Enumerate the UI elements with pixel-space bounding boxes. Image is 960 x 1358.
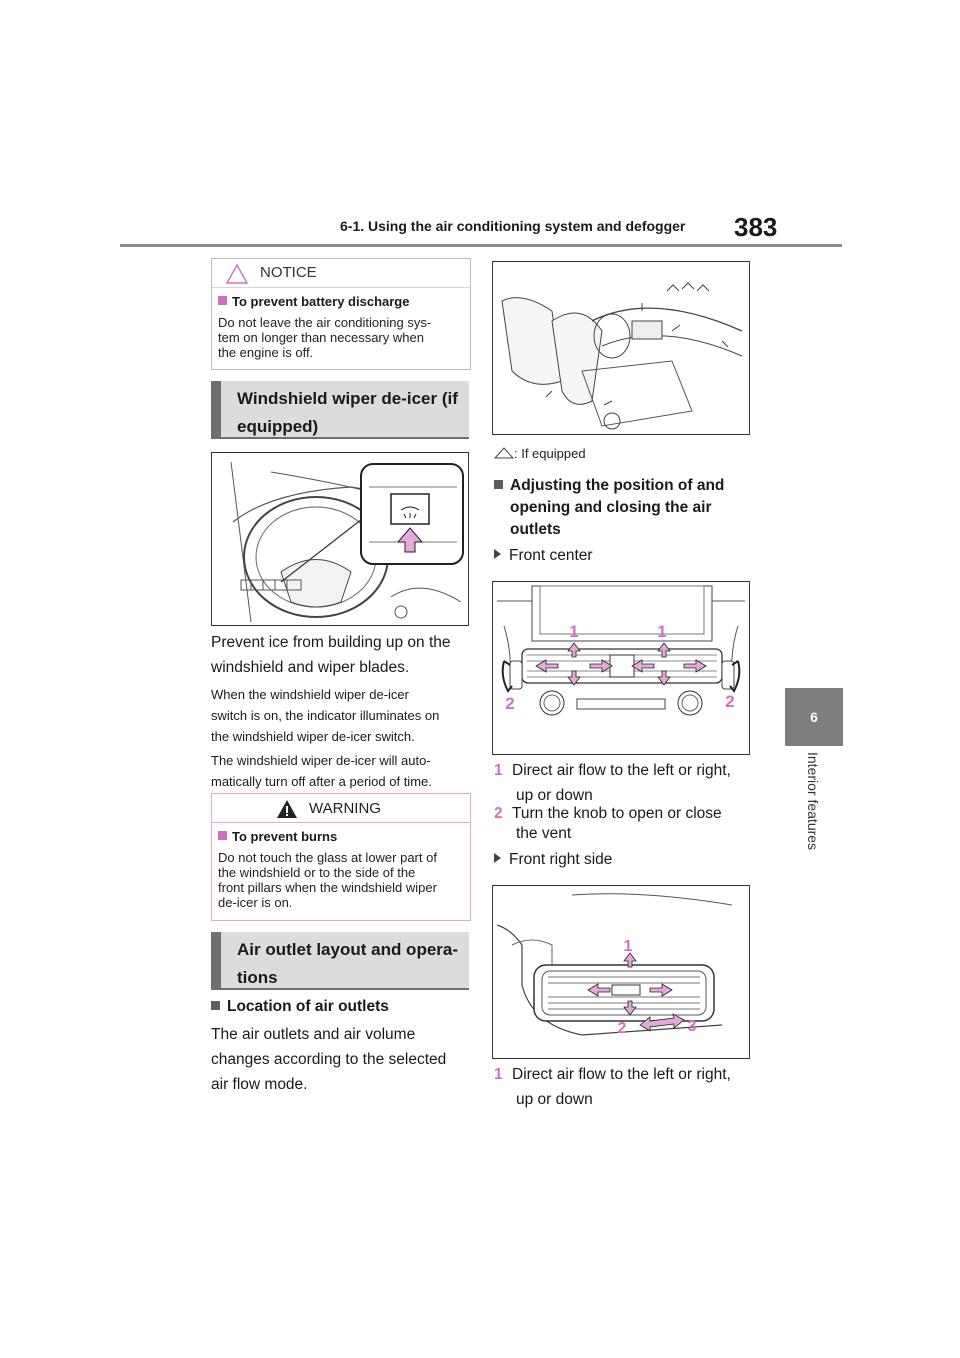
- callout-1: 1: [624, 938, 633, 955]
- chapter-label: Interior features: [805, 752, 821, 851]
- callout-2-left: 2: [505, 694, 514, 713]
- front-right-vent-figure: 1 2 3: [492, 885, 750, 1059]
- heading-air-outlet: Air outlet layout and opera- tions: [211, 932, 469, 988]
- warning-box: WARNING To prevent burns Do not touch th…: [211, 793, 471, 921]
- notice-box: NOTICE To prevent battery discharge Do n…: [211, 258, 471, 370]
- arrow-bullet-icon: [494, 853, 501, 863]
- adjust-subhead: Adjusting the position of and opening an…: [494, 475, 754, 541]
- section-title: 6-1. Using the air conditioning system a…: [340, 218, 686, 234]
- callout-1-left: 1: [569, 622, 578, 641]
- if-equipped-legend: : If equipped: [493, 446, 586, 461]
- bullet-square-icon: [494, 480, 503, 489]
- item-number: 1: [494, 1066, 503, 1083]
- callout-1-right: 1: [657, 622, 666, 641]
- callout-2-right: 2: [725, 692, 734, 711]
- deicer-body-3: The windshield wiper de-icer will auto- …: [211, 753, 432, 789]
- notice-title: NOTICE: [260, 264, 317, 281]
- air-outlet-location-figure: [492, 261, 750, 435]
- notice-text: Do not leave the air conditioning sys- t…: [218, 315, 432, 360]
- chapter-tab[interactable]: 6: [785, 688, 843, 746]
- front-center-label: Front center: [494, 547, 593, 565]
- warning-text: Do not touch the glass at lower part of …: [218, 850, 437, 910]
- deicer-body-1: Prevent ice from building up on the wind…: [211, 634, 451, 676]
- location-body: The air outlets and air volume changes a…: [211, 1026, 447, 1093]
- caution-icon: [226, 264, 248, 284]
- front-center-vent-figure: 1 1 2 2: [492, 581, 750, 755]
- deicer-switch-figure: [211, 452, 469, 626]
- chapter-number: 6: [810, 709, 818, 725]
- item-number: 1: [494, 762, 503, 779]
- callout-3: 3: [688, 1018, 697, 1035]
- notice-subhead: To prevent battery discharge: [232, 294, 410, 309]
- arrow-bullet-icon: [494, 549, 501, 559]
- bullet-square-icon: [218, 831, 227, 840]
- heading-wiper-deicer: Windshield wiper de-icer (if equipped): [211, 381, 469, 437]
- heading-rule: [211, 988, 469, 990]
- item-number: 2: [494, 805, 503, 822]
- callout-2: 2: [618, 1020, 627, 1037]
- bullet-square-icon: [218, 296, 227, 305]
- warning-subhead: To prevent burns: [232, 829, 338, 844]
- warning-icon: [277, 800, 297, 818]
- header-rule: [120, 244, 842, 247]
- front-right-label: Front right side: [494, 851, 612, 869]
- location-subhead: Location of air outlets: [211, 998, 389, 1016]
- deicer-body-2: When the windshield wiper de-icer switch…: [211, 687, 440, 744]
- heading-rule: [211, 437, 469, 439]
- optional-marker-icon: [493, 447, 515, 459]
- page-number: 383: [734, 212, 778, 242]
- warning-title: WARNING: [309, 800, 381, 817]
- bullet-square-icon: [211, 1001, 220, 1010]
